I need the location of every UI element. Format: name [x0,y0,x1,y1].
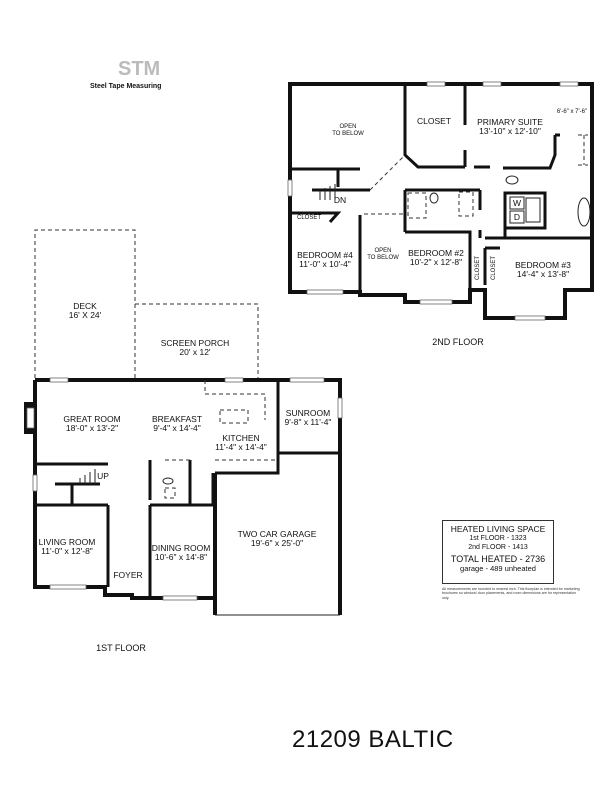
window [337,397,343,419]
sunroom-label: SUNROOM [286,408,330,418]
window [224,377,244,383]
window [482,81,502,87]
closet-label: CLOSET [417,116,451,126]
company-logo: STM Steel Tape Measuring [90,58,180,98]
washer-icon [509,196,525,210]
window [49,377,69,383]
great-room-dims: 18'-0" x 13'-2" [66,423,118,433]
dining-room-dims: 10'-6" x 14'-8" [155,552,207,562]
window [287,179,293,197]
stair-treads [319,184,336,200]
toilet-icon [505,175,519,185]
interior-walls [290,84,592,292]
logo-text: Steel Tape Measuring [90,83,162,90]
garage-dims: 19'-6" x 25'-0" [251,538,303,548]
shower-icon [525,197,541,223]
window [32,474,38,492]
window [559,81,579,87]
window [419,299,453,305]
property-address: 21209 BALTIC [292,726,454,753]
kitchen-label: KITCHEN [222,433,259,443]
window [426,81,446,87]
window [49,584,87,590]
bedroom3-dims: 14'-4" x 13'-8" [517,269,569,279]
primary-suite-dims: 13'-10" x 12'-10" [479,126,541,136]
open-to-below-label: OPEN [374,248,391,254]
primary-suite-label: PRIMARY SUITE [477,117,543,127]
first-floor-outer-walls [33,378,342,615]
deck-label: DECK [73,301,97,311]
sink-icon [164,487,176,499]
first-floor-area: 1st FLOOR - 1323 [469,535,527,542]
closet-label: CLOSET [475,256,481,280]
fireplace-hearth [26,407,35,429]
garage-area: garage - 489 unheated [460,564,536,573]
closet-label: CLOSET [297,215,321,221]
breakfast-label: BREAKFAST [152,414,202,424]
stairs-down-label: DN [334,195,346,205]
window [162,595,198,601]
first-floor-plan: DECK 16' X 24' SCREEN PORCH 20' x 12' GR… [24,229,343,653]
screen-porch-dims: 20' x 12' [179,347,211,357]
closet-label: CLOSET [491,256,497,280]
sunroom-dims: 9'-8" x 11'-4" [285,417,332,427]
screen-porch-label: SCREEN PORCH [161,338,229,348]
bathtub-icon [407,192,427,219]
second-floor-area: 2nd FLOOR - 1413 [468,544,528,551]
first-floor-label: 1ST FLOOR [96,643,146,653]
bedroom2-label: BEDROOM #2 [408,248,464,258]
washer-label: W [513,198,521,208]
logo-monogram: STM [118,58,161,80]
stairs-up-label: UP [97,471,109,481]
foyer-label: FOYER [113,570,142,580]
stair-treads [79,469,96,484]
great-room-label: GREAT ROOM [63,414,120,424]
kitchen-island [219,409,249,424]
sink-vanity-icon [458,191,474,217]
open-to-below-label: TO BELOW [367,255,399,261]
window [514,315,546,321]
primary-closet-dims: 6'-6" x 7'-6" [557,109,587,115]
heated-space-summary: HEATED LIVING SPACE 1st FLOOR - 1323 2nd… [442,520,554,584]
dining-room-label: DINING ROOM [152,543,211,553]
toilet-icon [429,192,439,204]
disclaimer: All measurements are rounded to nearest … [442,587,580,600]
open-to-below-label: OPEN [339,124,356,130]
kitchen-dims: 11'-4" x 14'-4" [215,442,267,452]
interior-walls [37,380,340,598]
open-edge-line [369,154,406,191]
bathtub-icon [577,197,591,227]
bedroom2-dims: 10'-2" x 12'-8" [410,257,462,267]
dryer-label: D [514,212,520,222]
window [289,377,325,383]
vanity-outline [578,134,588,166]
total-heated-area: TOTAL HEATED - 2736 [450,554,546,564]
garage-label: TWO CAR GARAGE [238,529,317,539]
bedroom3-label: BEDROOM #3 [515,260,571,270]
toilet-icon [162,477,174,485]
deck-dims: 16' X 24' [69,310,102,320]
breakfast-dims: 9'-4" x 14'-4" [153,423,201,433]
dryer-icon [509,210,525,224]
kitchen-counter-outline [204,380,266,420]
summary-heading: HEATED LIVING SPACE [450,524,546,534]
bedroom4-dims: 11'-0" x 10'-4" [299,259,351,269]
second-floor-label: 2ND FLOOR [432,337,484,347]
screen-porch-outline [135,303,259,378]
bedroom4-label: BEDROOM #4 [297,250,353,260]
second-floor-plan: W D OPEN TO BELOW CLOSET PRIMARY SUITE 1… [287,81,594,347]
open-to-below-label: TO BELOW [332,131,364,137]
living-room-label: LIVING ROOM [39,537,96,547]
living-room-dims: 11'-0" x 12'-8" [41,546,93,556]
window [306,289,344,295]
